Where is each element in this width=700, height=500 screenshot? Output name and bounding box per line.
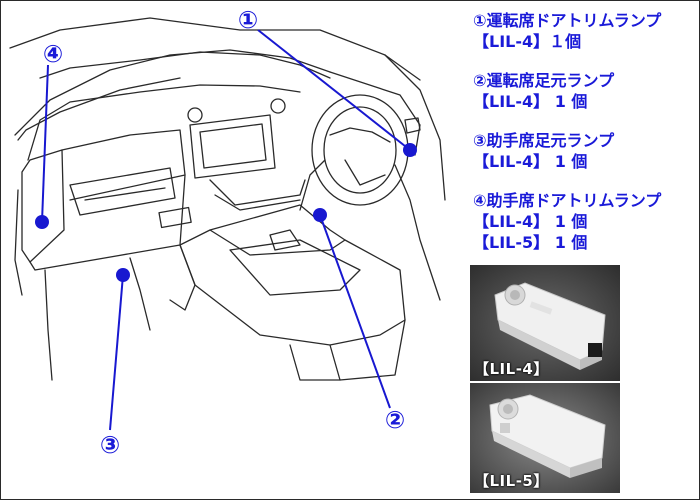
callout-3: ③ [100, 431, 120, 459]
dashboard-line-drawing: ① ④ ② ③ [9, 6, 446, 459]
legend-item-3: ③助手席足元ランプ 【LIL-4】 1 個 [473, 130, 614, 172]
legend-title-1: ①運転席ドアトリムランプ [473, 11, 662, 30]
leader-line-2 [319, 214, 391, 409]
leader-line-3 [109, 274, 124, 431]
legend-item-4: ④助手席ドアトリムランプ 【LIL-4】 1 個 【LIL-5】 1 個 [473, 190, 661, 253]
callout-1: ① [238, 6, 258, 34]
lamp-marker-3 [116, 268, 130, 282]
photo-lil-4: 【LIL-4】 [470, 265, 620, 381]
lamp-unit-image [470, 383, 620, 493]
leader-line-4 [41, 64, 49, 223]
legend-title-2: ②運転席足元ランプ [473, 71, 615, 90]
callout-4: ④ [43, 40, 63, 68]
legend-part-4a: 【LIL-4】 1 個 [473, 212, 588, 231]
legend-part-2a: 【LIL-4】 1 個 [473, 92, 588, 111]
legend-part-4b: 【LIL-5】 1 個 [473, 233, 588, 252]
lamp-marker-2 [313, 208, 327, 222]
legend-part-1a: 【LIL-4】１個 [473, 32, 582, 51]
legend-part-3a: 【LIL-4】 1 個 [473, 152, 588, 171]
legend-title-4: ④助手席ドアトリムランプ [473, 191, 662, 210]
photo-lil-5: 【LIL-5】 [470, 383, 620, 493]
leader-line-1 [257, 29, 411, 151]
legend-item-1: ①運転席ドアトリムランプ 【LIL-4】１個 [473, 10, 661, 52]
photo-label-lil-4: 【LIL-4】 [474, 360, 549, 378]
lamp-marker-1 [403, 143, 417, 157]
lamp-unit-image [470, 265, 620, 381]
callout-2: ② [385, 406, 405, 434]
photo-label-lil-5: 【LIL-5】 [474, 472, 549, 490]
legend-item-2: ②運転席足元ランプ 【LIL-4】 1 個 [473, 70, 614, 112]
legend-title-3: ③助手席足元ランプ [473, 131, 615, 150]
lamp-marker-4 [35, 215, 49, 229]
